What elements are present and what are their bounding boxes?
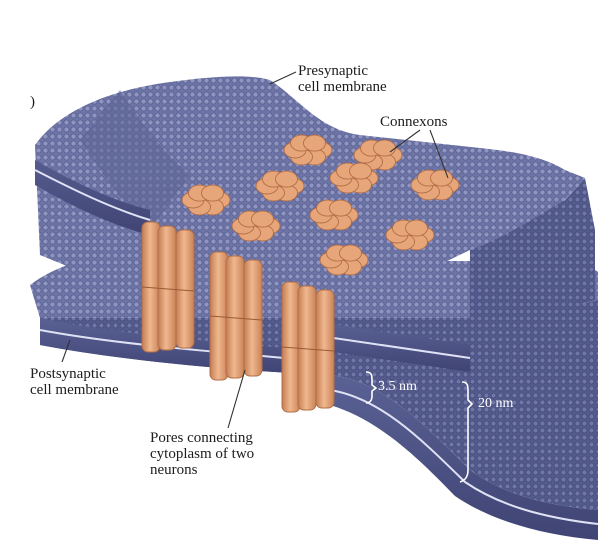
connexon-hemichannel-icon	[386, 220, 434, 250]
presynaptic-leader	[270, 72, 296, 84]
total-width-label: 20 nm	[478, 396, 513, 412]
connexon-hemichannel-icon	[320, 245, 368, 275]
connexon-hemichannel-icon	[182, 185, 230, 215]
postsynaptic-label: Postsynaptic cell membrane	[30, 366, 119, 398]
connexons-label: Connexons	[380, 114, 448, 130]
presynaptic-label: Presynaptic cell membrane	[298, 63, 387, 95]
panel-marker: )	[30, 94, 35, 110]
connexon-hemichannel-icon	[330, 163, 378, 193]
connexon-hemichannel-icon	[411, 170, 459, 200]
pore-channel-icon	[282, 282, 334, 412]
connexon-hemichannel-icon	[310, 200, 358, 230]
gap-width-label: 3.5 nm	[378, 379, 417, 395]
pores-leader	[228, 370, 245, 428]
pore-channel-icon	[210, 252, 262, 380]
pore-channel-icon	[142, 222, 194, 352]
connexon-hemichannel-icon	[284, 135, 332, 165]
connexon-hemichannel-icon	[232, 211, 280, 241]
pores-label: Pores connecting cytoplasm of two neuron…	[150, 430, 254, 478]
connexon-hemichannel-icon	[256, 171, 304, 201]
